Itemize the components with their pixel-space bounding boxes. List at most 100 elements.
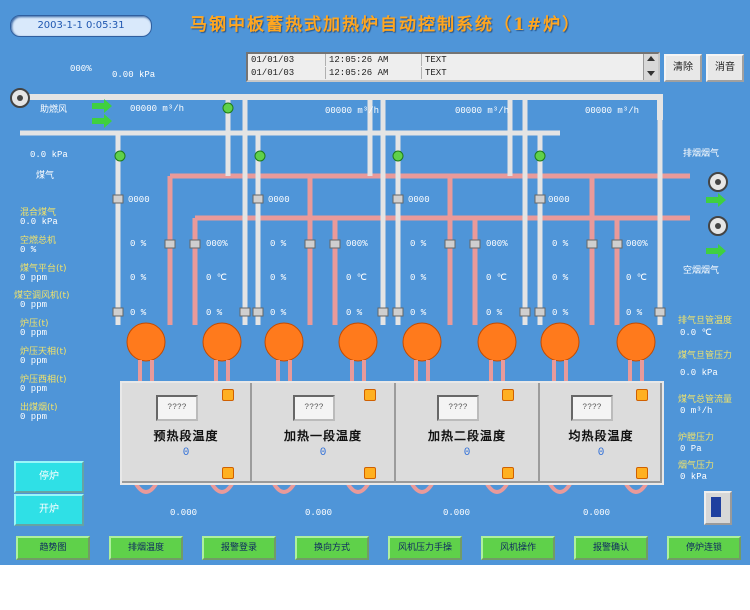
- right-label: 煤气旦管压力: [678, 351, 733, 361]
- log-row[interactable]: 01/01/03 12:05:26 AM TEXT: [248, 67, 638, 79]
- nav-fan-operation-button[interactable]: 风机操作: [481, 536, 555, 560]
- right-label: 排气旦管温度: [678, 316, 733, 326]
- zone-temperature: 0: [463, 447, 471, 459]
- valve-reading: 000%: [206, 239, 228, 249]
- door-exit-icon: [711, 497, 721, 517]
- log-scrollbar[interactable]: [643, 54, 658, 80]
- flow-reading: 00000 m³/h: [585, 106, 640, 116]
- zone-label: 预热段温度: [153, 429, 219, 443]
- flame-icon: [364, 389, 376, 401]
- left-label: 炉压(t): [20, 319, 49, 329]
- valve-reading: 000%: [486, 239, 508, 249]
- zone-label: 均热段温度: [568, 429, 634, 443]
- left-label: 煤空调风机(t): [14, 291, 70, 301]
- valve-reading: 000%: [626, 239, 648, 249]
- log-date: 01/01/03: [248, 67, 326, 79]
- valve-reading: 0 %: [626, 308, 643, 318]
- log-time: 12:05:26 AM: [326, 67, 422, 79]
- gas-drop-pipes: [167, 176, 620, 325]
- flow-reading: 00000 m³/h: [130, 104, 185, 114]
- zone-display: ????: [156, 395, 198, 421]
- nav-fan-pressure-button[interactable]: 风机压力手操: [388, 536, 462, 560]
- flame-icon: [636, 389, 648, 401]
- exit-button[interactable]: [704, 491, 732, 525]
- silence-button[interactable]: 消音: [706, 54, 744, 82]
- flow-reading: 00000 m³/h: [325, 106, 380, 116]
- flame-icon: [222, 467, 234, 479]
- nav-bar: 趋势图 排烟温度 报警登录 换向方式 风机压力手操 风机操作 报警确认 停炉连锁: [0, 528, 750, 565]
- valve-reading: 0 %: [130, 239, 147, 249]
- left-label: 炉压天相(t): [20, 347, 67, 357]
- flame-icon: [502, 389, 514, 401]
- nav-trend-button[interactable]: 趋势图: [16, 536, 90, 560]
- nav-reversing-button[interactable]: 换向方式: [295, 536, 369, 560]
- zone-display: ????: [571, 395, 613, 421]
- valve-reading: 0 %: [346, 308, 363, 318]
- valve-reading: 000%: [346, 239, 368, 249]
- left-value: 0 ppm: [20, 412, 48, 422]
- zone-top-reading: 0000: [408, 195, 430, 205]
- gas-pressure: 0.0 kPa: [30, 150, 68, 160]
- scroll-up-icon[interactable]: [647, 56, 655, 61]
- exhaust-flue-label: 排烟烟气: [683, 149, 720, 159]
- air-label: 助燃风: [40, 105, 68, 115]
- green-valves: [114, 102, 546, 162]
- open-furnace-button[interactable]: 开炉: [14, 494, 84, 526]
- title-bar: 2003-1-1 0:05:31 马钢中板蓄热式加热炉自动控制系统（1#炉）: [0, 0, 750, 48]
- fan-percent: 000%: [70, 64, 92, 74]
- nav-exhaust-temp-button[interactable]: 排烟温度: [109, 536, 183, 560]
- scroll-down-icon[interactable]: [647, 71, 655, 76]
- right-value: 0 Pa: [680, 444, 702, 454]
- process-diagram: [10, 88, 728, 494]
- valve-reading: 0 %: [270, 239, 287, 249]
- valve-reading: 0 %: [410, 273, 427, 283]
- zone-label: 加热一段温度: [283, 429, 362, 443]
- burners: [126, 322, 656, 362]
- valve-reading: 0 ℃: [486, 273, 507, 283]
- stop-furnace-button[interactable]: 停炉: [14, 461, 84, 493]
- zone-heat-1[interactable]: ???? 加热一段温度 0: [252, 383, 396, 483]
- valve-reading: 0 %: [270, 308, 287, 318]
- left-label: 炉压西相(t): [20, 375, 67, 385]
- right-label: 煤气总管流量: [678, 395, 733, 405]
- app-window: 2003-1-1 0:05:31 马钢中板蓄热式加热炉自动控制系统（1#炉） 0…: [0, 0, 750, 565]
- valve-reading: 0 %: [410, 239, 427, 249]
- log-time: 12:05:26 AM: [326, 54, 422, 66]
- valve-reading: 0 ℃: [206, 273, 227, 283]
- left-value: 0 ppm: [20, 273, 48, 283]
- zone-display: ????: [437, 395, 479, 421]
- valve-reading: 0 %: [552, 273, 569, 283]
- gray-valves: [112, 194, 666, 317]
- fan-icons: [10, 88, 728, 236]
- nav-stop-interlock-button[interactable]: 停炉连锁: [667, 536, 741, 560]
- bottom-value: 0.000: [583, 508, 611, 518]
- right-value: 0 kPa: [680, 472, 708, 482]
- bottom-value: 0.000: [170, 508, 198, 518]
- zone-temperature: 0: [597, 447, 605, 459]
- nav-alarm-ack-button[interactable]: 报警确认: [574, 536, 648, 560]
- left-value: 0 %: [20, 245, 37, 255]
- fan-pressure: 0.00 kPa: [112, 70, 156, 80]
- valve-reading: 0 %: [486, 308, 503, 318]
- flame-icon: [364, 467, 376, 479]
- zone-display: ????: [293, 395, 335, 421]
- valve-reading: 0 %: [206, 308, 223, 318]
- valve-reading: 0 %: [552, 239, 569, 249]
- log-date: 01/01/03: [248, 54, 326, 66]
- zone-soak[interactable]: ???? 均热段温度 0: [540, 383, 662, 483]
- nav-alarm-log-button[interactable]: 报警登录: [202, 536, 276, 560]
- flame-icon: [502, 467, 514, 479]
- flow-reading: 00000 m³/h: [455, 106, 510, 116]
- log-row[interactable]: 01/01/03 12:05:26 AM TEXT: [248, 54, 638, 66]
- left-value: 0 ppm: [20, 356, 48, 366]
- clear-button[interactable]: 清除: [664, 54, 702, 82]
- log-text: TEXT: [425, 55, 447, 65]
- left-label: 空燃总机: [20, 236, 57, 246]
- left-value: 0 ppm: [20, 384, 48, 394]
- zone-top-reading: 0000: [128, 195, 150, 205]
- zone-heat-2[interactable]: ???? 加热二段温度 0: [396, 383, 540, 483]
- right-label: 烟气压力: [678, 461, 715, 471]
- zone-preheat[interactable]: ???? 预热段温度 0: [122, 383, 252, 483]
- event-log[interactable]: 01/01/03 12:05:26 AM TEXT 01/01/03 12:05…: [246, 52, 660, 82]
- zone-top-reading: 0000: [268, 195, 290, 205]
